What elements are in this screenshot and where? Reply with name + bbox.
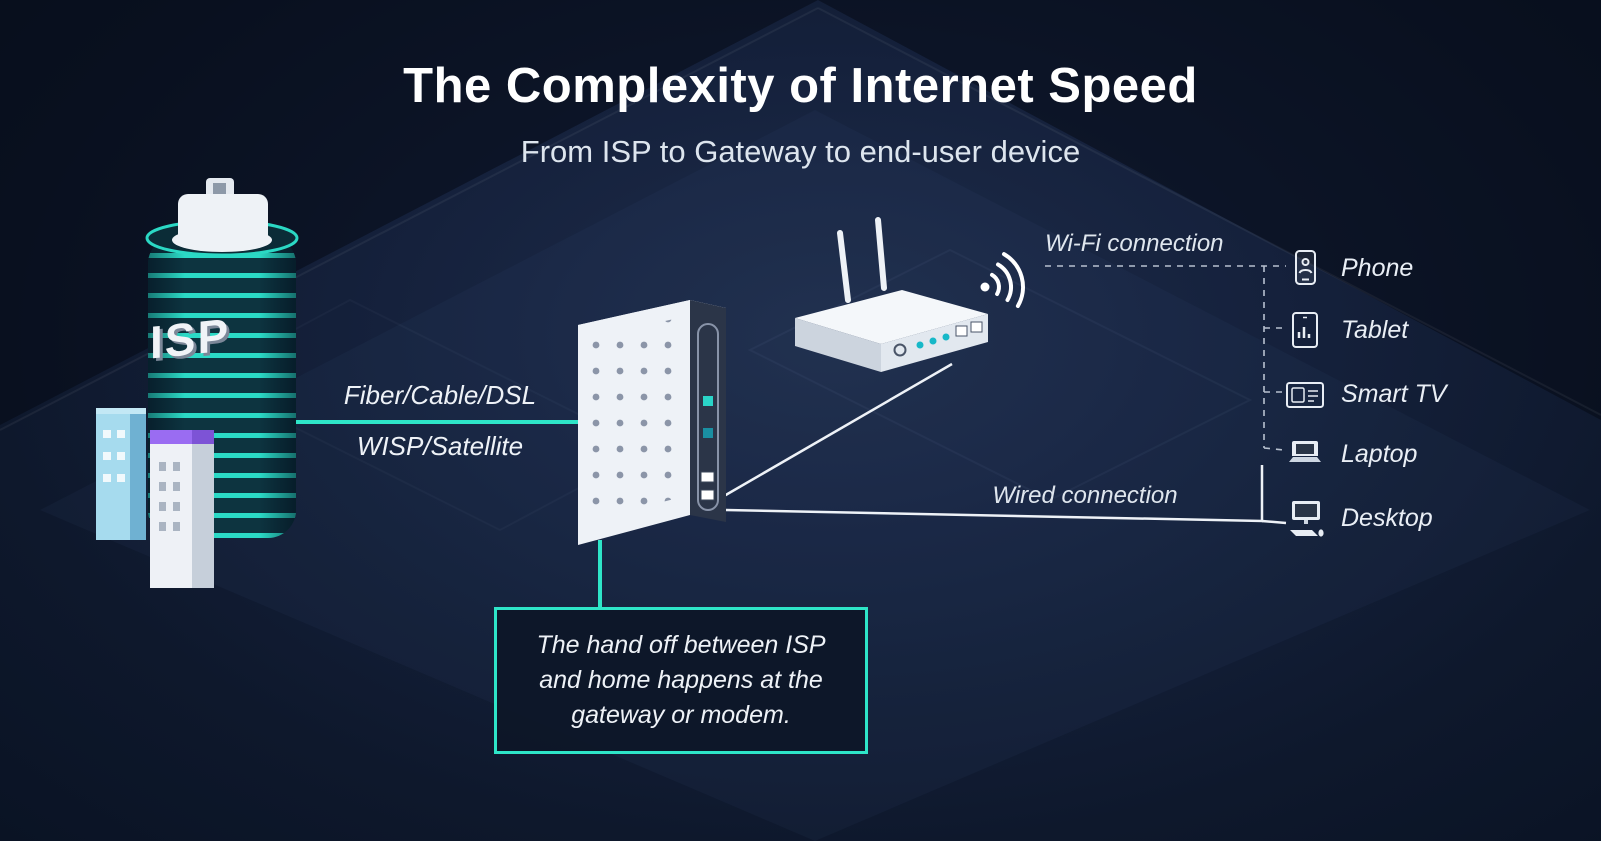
smart-tv-icon [1283,372,1327,416]
device-laptop: Laptop [1283,430,1417,478]
isp-label: ISP [150,308,230,368]
modem-illustration [578,300,726,545]
modem-port-1 [700,471,715,483]
background-floor [40,110,1590,841]
background-roofline-right [817,7,1601,416]
isp-small-buildings [96,408,214,588]
background-wall-right [818,0,1601,420]
background-roofline-left [0,7,819,431]
isp-label-shadow: ISP [153,311,233,371]
modem-side-face [690,300,726,522]
router-status-leds [916,333,950,349]
device-label: Desktop [1341,503,1433,532]
router-port-2 [970,321,983,333]
callout-box: The hand off between ISP and home happen… [494,607,868,754]
router-power-button [893,343,907,357]
device-label: Phone [1341,253,1414,282]
isp-building-illustration: ISP ISP [96,178,299,588]
callout-text: The hand off between ISP and home happen… [536,631,826,729]
page-title: The Complexity of Internet Speed [403,59,1198,113]
isp-link-label-1: Fiber/Cable/DSL [343,380,537,410]
modem-port-2 [700,489,715,501]
device-label: Smart TV [1341,379,1447,408]
wired-connection-label: Wired connection [992,482,1178,509]
device-desktop: Desktop [1283,494,1433,542]
router-port-1 [955,325,968,337]
modem-led-1 [703,396,713,406]
tablet-icon [1283,308,1327,352]
device-phone: Phone [1283,244,1413,292]
isp-link-label-2: WISP/Satellite [356,431,524,461]
modem-side-groove [697,323,719,511]
wifi-signal-icon [980,252,1025,308]
router-antennas [837,217,887,303]
desktop-icon [1283,496,1327,540]
wifi-connection-label: Wi-Fi connection [1045,230,1224,257]
page-subtitle: From ISP to Gateway to end-user device [520,134,1081,169]
wired-to-desktop-stub [1261,519,1287,525]
wifi-connection-lines [1045,265,1286,451]
phone-icon [1283,246,1327,290]
router-top-face [795,290,988,344]
device-tablet: Tablet [1283,306,1408,354]
laptop-icon [1283,432,1327,476]
router-left-face [795,318,881,372]
modem-vent-dots [592,318,678,520]
device-label: Tablet [1341,315,1409,344]
modem-to-router-line [723,362,953,498]
router-illustration [795,217,1025,372]
modem-led-2 [703,428,713,438]
device-smart-tv: Smart TV [1283,370,1447,418]
device-label: Laptop [1341,439,1418,468]
